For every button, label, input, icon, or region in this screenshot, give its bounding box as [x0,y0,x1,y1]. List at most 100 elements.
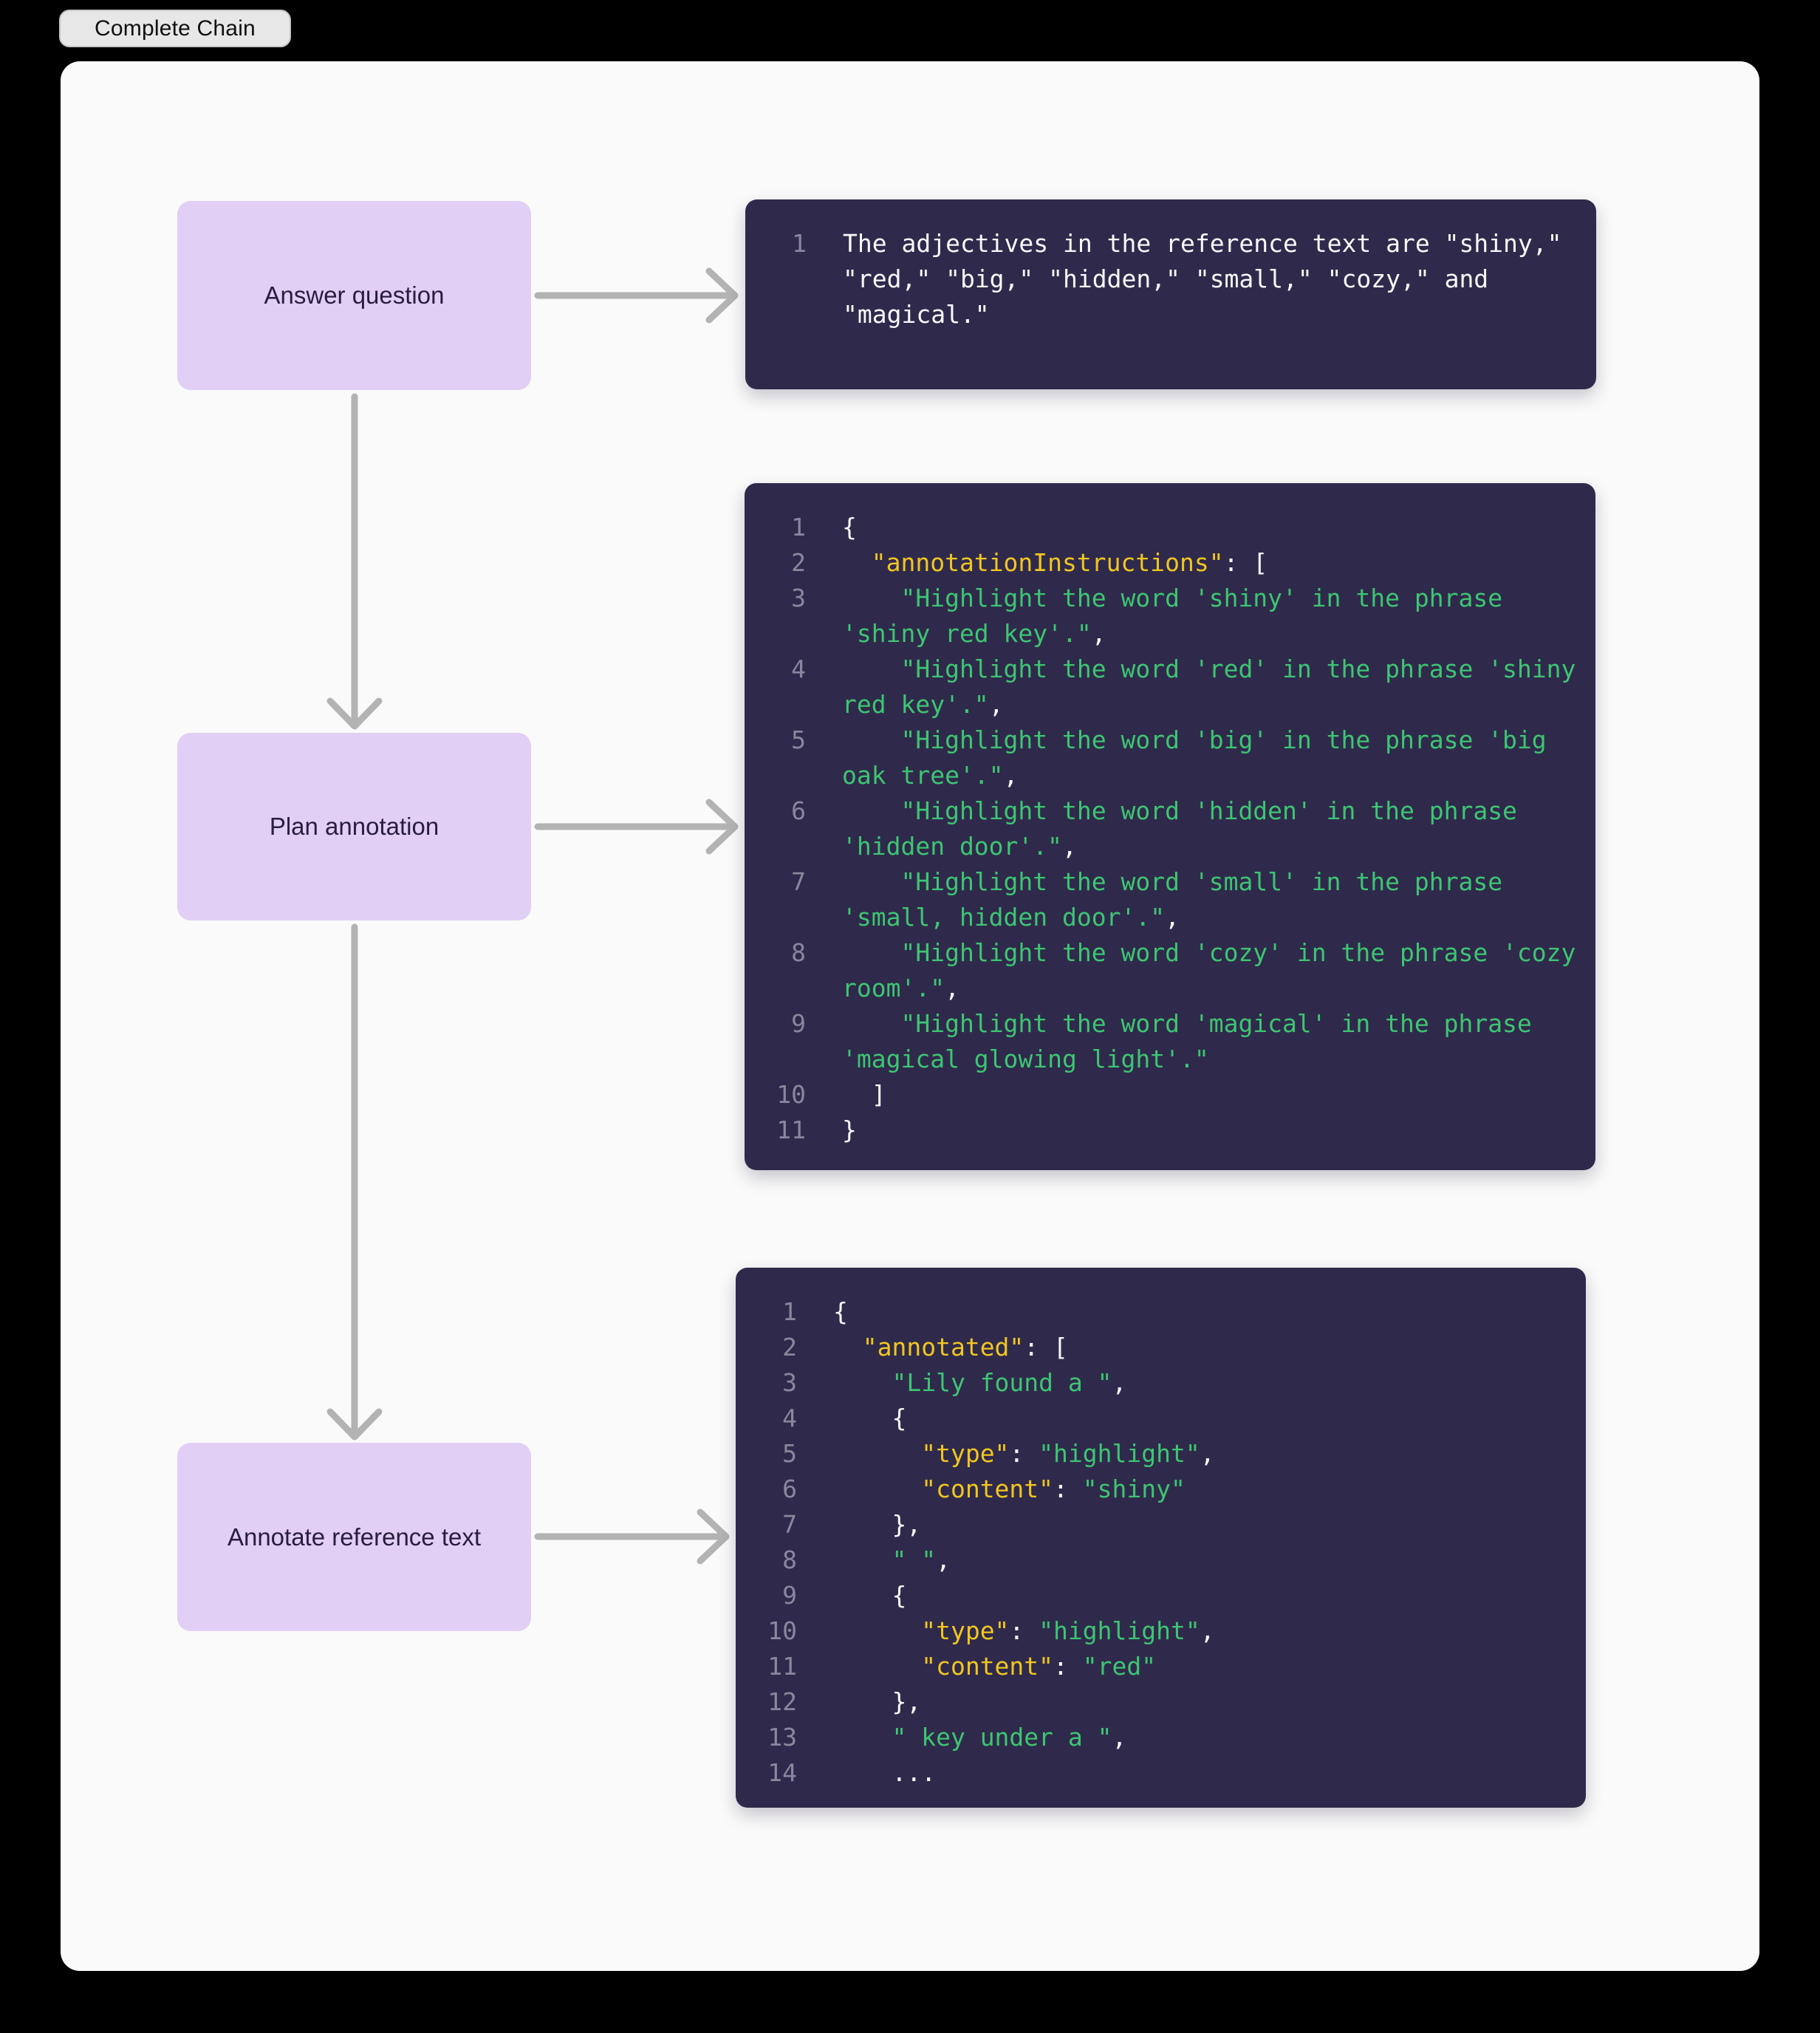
code-line: 11 "content": "red" [762,1649,1571,1684]
code-line: 4 "Highlight the word 'red' in the phras… [771,652,1581,722]
node-answer-question[interactable]: Answer question [177,201,531,390]
code-token-plain [842,725,900,754]
code-token-str: "highlight" [1039,1616,1200,1645]
code-token-plain: } [842,1115,857,1144]
code-text: "Highlight the word 'shiny' in the phras… [842,581,1581,652]
code-output-plan: 1{2 "annotationInstructions": [3 "Highli… [745,483,1595,1170]
line-number: 7 [791,867,806,896]
code-token-str: "Highlight the word 'red' in the phrase … [842,655,1591,719]
code-token-str: "Highlight the word 'hidden' in the phra… [842,796,1532,861]
node-annotate-reference-text[interactable]: Annotate reference text [177,1443,531,1631]
code-token-str: "Highlight the word 'big' in the phrase … [842,725,1561,790]
code-text: }, [833,1684,1571,1720]
code-text: }, [833,1507,1571,1542]
code-token-plain: , [1112,1368,1127,1397]
code-token-str: "shiny" [1082,1475,1186,1503]
code-line: 5 "Highlight the word 'big' in the phras… [771,722,1581,793]
code-token-key: "content" [921,1652,1054,1681]
code-token-plain: }, [833,1687,922,1716]
code-token-plain [842,796,900,825]
code-token-plain: ] [842,1080,886,1109]
code-line: 5 "type": "highlight", [762,1436,1571,1472]
code-text: { [833,1401,1571,1436]
line-number: 5 [782,1439,797,1468]
line-number: 9 [782,1581,797,1610]
line-number: 4 [782,1404,797,1432]
code-token-plain [833,1652,921,1681]
line-number: 1 [791,513,806,541]
chain-title-label: Complete Chain [95,16,256,41]
code-output-annotate: 1{2 "annotated": [3 "Lily found a ",4 {5… [736,1268,1586,1808]
code-token-str: "Highlight the word 'magical' in the phr… [842,1009,1547,1073]
code-line: 1 The adjectives in the reference text ar… [772,226,1581,332]
code-token-plain [842,548,872,577]
line-number: 8 [782,1545,797,1574]
code-line: 9 { [762,1578,1571,1613]
code-token-str: "Highlight the word 'cozy' in the phrase… [842,938,1591,1002]
line-number: 7 [782,1510,797,1539]
code-token-plain: , [988,690,1004,719]
code-line: 8 "Highlight the word 'cozy' in the phra… [771,935,1581,1006]
code-token-str: "red" [1082,1652,1157,1681]
code-text: ] [842,1077,1581,1113]
code-token-str: "Highlight the word 'shiny' in the phras… [842,584,1517,648]
code-text: The adjectives in the reference text are… [843,226,1581,332]
code-token-plain: ... [833,1758,937,1787]
code-token-plain [833,1545,892,1574]
code-token-key: "annotated" [862,1333,1024,1361]
code-token-plain: { [833,1297,848,1326]
code-token-plain: : [1053,1475,1083,1503]
code-token-plain: , [1200,1616,1215,1645]
code-token-plain: , [1062,832,1077,861]
code-line: 3 "Lily found a ", [762,1365,1571,1401]
code-line: 4 { [762,1401,1571,1436]
code-token-plain: , [945,974,959,1002]
code-token-plain: { [833,1581,907,1610]
code-line: 9 "Highlight the word 'magical' in the p… [771,1006,1581,1077]
code-line: 10 "type": "highlight", [762,1613,1571,1649]
code-output-answer: 1 The adjectives in the reference text ar… [745,199,1596,389]
code-line: 8 " ", [762,1542,1571,1578]
code-line: 7 }, [762,1507,1571,1542]
line-number: 14 [767,1758,797,1787]
line-number: 4 [791,655,806,683]
line-number: 10 [776,1080,806,1109]
code-text: "annotated": [ [833,1330,1571,1365]
code-token-plain [833,1723,892,1752]
code-text: "Highlight the word 'cozy' in the phrase… [842,935,1581,1006]
code-token-plain: : [ [1223,548,1268,577]
code-token-plain: , [1165,903,1180,932]
code-line: 10 ] [771,1077,1581,1113]
code-line: 7 "Highlight the word 'small' in the phr… [771,864,1581,935]
line-number: 8 [791,938,806,967]
code-token-key: "annotationInstructions" [871,548,1224,577]
code-text: "Highlight the word 'magical' in the phr… [842,1006,1581,1077]
code-token-plain: , [1112,1723,1127,1752]
code-token-plain [842,867,900,896]
code-token-plain: }, [833,1510,922,1539]
node-plan-annotation[interactable]: Plan annotation [177,733,531,920]
code-token-key: "type" [921,1616,1010,1645]
code-token-str: " key under a " [892,1723,1112,1752]
code-token-plain: : [1053,1652,1083,1681]
code-text: "Highlight the word 'red' in the phrase … [842,652,1581,722]
code-text: "content": "shiny" [833,1472,1571,1507]
code-line: 2 "annotated": [ [762,1330,1571,1365]
line-number: 11 [767,1652,797,1681]
line-number: 1 [792,229,807,258]
code-token-plain: : [1009,1616,1039,1645]
code-token-plain [833,1368,892,1397]
code-text: "content": "red" [833,1649,1571,1684]
line-number: 5 [791,725,806,754]
code-token-plain [842,584,900,612]
code-token-plain: { [833,1404,907,1432]
code-text: "type": "highlight", [833,1613,1571,1649]
line-number: 2 [791,548,806,577]
code-text: " ", [833,1542,1571,1578]
code-text: ... [833,1755,1571,1791]
chain-title-badge[interactable]: Complete Chain [59,10,291,47]
line-number: 3 [791,584,806,612]
code-token-key: "content" [921,1475,1054,1503]
line-number: 6 [791,796,806,825]
